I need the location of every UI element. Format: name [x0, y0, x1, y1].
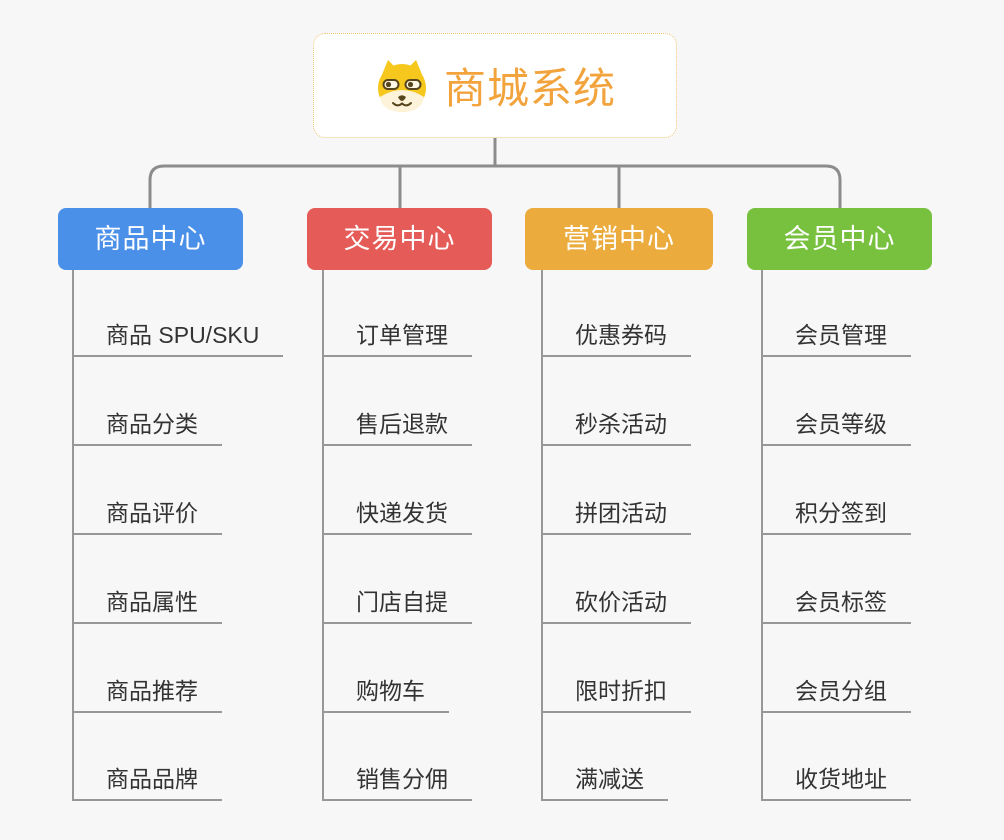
branch-node-product-center[interactable]: 商品中心	[58, 208, 243, 270]
branch-node-marketing-center[interactable]: 营销中心	[525, 208, 713, 270]
leaf-node[interactable]: 快递发货	[322, 493, 472, 535]
leaf-node[interactable]: 拼团活动	[541, 493, 691, 535]
leaf-node[interactable]: 售后退款	[322, 404, 472, 446]
leaf-node[interactable]: 秒杀活动	[541, 404, 691, 446]
leaf-node[interactable]: 商品品牌	[72, 759, 222, 801]
leaf-node[interactable]: 会员分组	[761, 671, 911, 713]
leaf-node[interactable]: 会员标签	[761, 582, 911, 624]
branch-rail-line	[148, 164, 842, 208]
leaf-node[interactable]: 积分签到	[761, 493, 911, 535]
branch-node-trade-center[interactable]: 交易中心	[307, 208, 492, 270]
leaf-node[interactable]: 订单管理	[322, 315, 472, 357]
leaf-node[interactable]: 门店自提	[322, 582, 472, 624]
leaf-node[interactable]: 购物车	[322, 671, 449, 713]
leaf-node[interactable]: 商品属性	[72, 582, 222, 624]
leaf-node[interactable]: 收货地址	[761, 759, 911, 801]
leaf-node[interactable]: 会员管理	[761, 315, 911, 357]
leaf-node[interactable]: 商品评价	[72, 493, 222, 535]
leaf-node[interactable]: 商品推荐	[72, 671, 222, 713]
leaf-node[interactable]: 会员等级	[761, 404, 911, 446]
leaf-node[interactable]: 商品分类	[72, 404, 222, 446]
leaf-node[interactable]: 销售分佣	[322, 759, 472, 801]
leaf-node[interactable]: 满减送	[541, 759, 668, 801]
leaf-node[interactable]: 限时折扣	[541, 671, 691, 713]
root-node-label: 商城系统	[443, 65, 616, 112]
root-node[interactable]: 商城系统	[313, 33, 677, 138]
leaf-node[interactable]: 商品 SPU/SKU	[72, 315, 284, 357]
doge-face-icon	[374, 59, 430, 113]
leaf-node[interactable]: 砍价活动	[541, 582, 691, 624]
leaf-node[interactable]: 优惠券码	[541, 315, 691, 357]
branch-node-member-center[interactable]: 会员中心	[747, 208, 932, 270]
